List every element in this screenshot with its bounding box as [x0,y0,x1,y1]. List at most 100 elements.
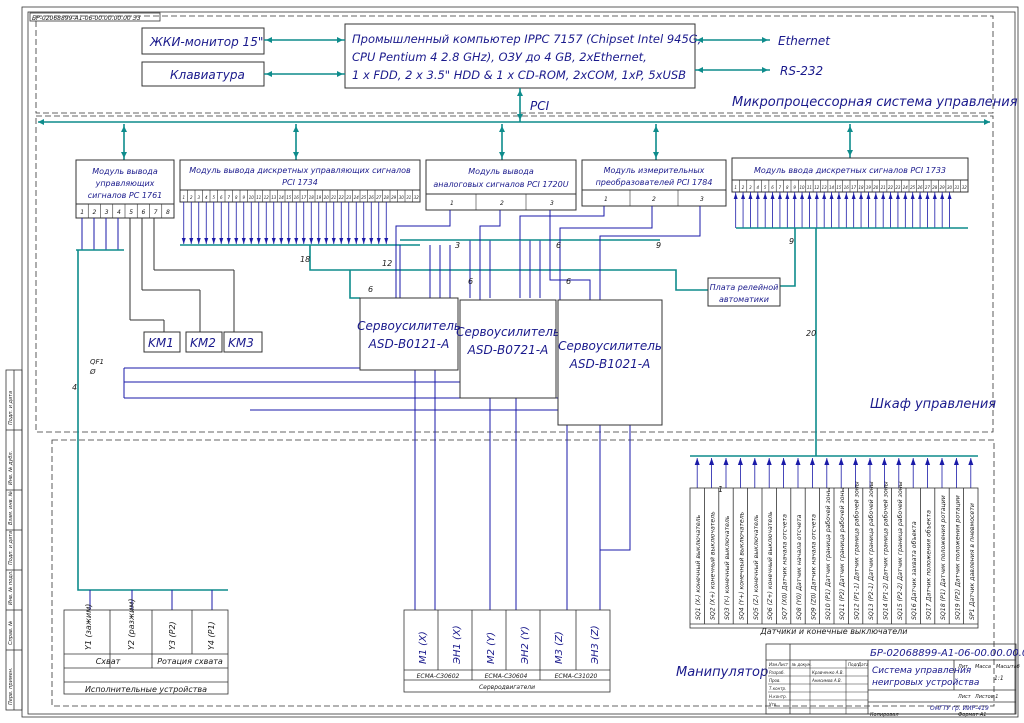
zone-cabinet-label: Шкаф управления [870,397,996,412]
m1734-output-arrow [211,238,216,244]
m1733-line1: Модуль ввода дискретных сигналов PCI 173… [754,166,946,175]
act-y4: Y4 (P1) [207,621,216,650]
m1733-pin: 21 [881,185,886,190]
module-pci1734 [179,159,421,191]
m1733-pin: 31 [954,185,959,190]
motor-m1: М1 (X) [418,631,429,664]
sensor-arrow [896,458,902,465]
monitor-label: ЖКИ-монитор 15" [149,35,263,49]
m1720-pin-row [425,193,577,211]
top-stamp-text: БР-02068899-А1-06-00.00.00.00 Э3 [32,15,141,22]
m1734-pin: 20 [324,195,330,200]
m1734-output-arrow [204,238,209,244]
tb-row-1: Изм. [769,662,778,667]
m1734-output-arrow [196,238,201,244]
m1734-pin: 8 [235,195,238,200]
m1761-pin: 7 [154,209,158,216]
m1734-pin: 31 [406,195,411,200]
m1733-input-arrow [859,193,864,199]
m1734-pin: 23 [346,195,352,200]
m1733-input-arrow [903,193,908,199]
m1733-pin: 8 [786,185,789,190]
tb-row-5: Дата [857,662,869,667]
m1734-pin: 5 [212,195,215,200]
zone-manip-label: Манипулятор [676,665,768,680]
sensor-cell: SQ13 (P2-1) Датчик граница рабочей зоны [867,481,875,620]
bus-drops [121,124,853,160]
m1734-pin: 1 [182,195,185,200]
m1761-pin: 5 [129,209,133,216]
m1784-pin-3: 3 [700,196,704,203]
m1720-pin-3: 3 [550,200,554,207]
m1734-pin: 22 [339,195,345,200]
km3-box [223,331,263,353]
m1733-input-arrow [792,193,797,199]
sensor-cell: SQ8 (Y0) Датчик начала отсчета [796,514,803,620]
title-mass: Масса [975,664,991,670]
wire-count-20: 20 [806,329,816,338]
zone-mps-label: Микропроцессорная система управления [732,95,1018,110]
m1734-pin: 24 [354,195,360,200]
servo-asd-b0721 [459,299,557,399]
pci-label: PCI [530,99,550,113]
m1734-output-arrow [189,238,194,244]
m1734-output-arrow [234,238,239,244]
m1733-input-arrow [947,193,952,199]
sensor-cell: SQ12 (P1-1) Датчик граница рабочей зоны [853,481,861,620]
sensor-cell: SQ7 (X0) Датчик начала отсчета [782,514,789,620]
m1733-pin: 3 [749,185,752,190]
encoder-en3: ЭН3 (Z) [590,625,601,665]
sensor-cell: SQ9 (Z0) Датчик начала отсчета [810,514,817,620]
sensor-arrow [737,458,743,465]
wire-count-3: 3 [455,241,460,250]
rs232-label: RS-232 [780,64,823,78]
m1784-line2: преобразователей PCI 1784 [596,178,713,187]
motor-m2: М2 (Y) [486,632,497,664]
m1734-output-arrow [376,238,381,244]
zone-mps-outline [35,15,994,114]
actuators-table: Y1 (зажим) Y2 (разжим) Y3 (P2) Y4 (P1) С… [63,599,229,695]
sensor-arrow [694,458,700,465]
relay-board-box [707,277,781,307]
top-stamp-box [29,12,161,22]
pc-links [264,37,770,77]
act-y2: Y2 (разжим) [127,599,136,650]
wire-count-9a: 9 [656,241,661,250]
side-stamp-7: Перв. примен. [8,667,14,705]
keyboard-box [141,61,265,87]
m1734-line1: Модуль вывода дискретных управляющих сиг… [189,166,411,175]
m1734-pin: 10 [249,195,255,200]
m1733-input-arrow [940,193,945,199]
m1761-line3: сигналов PC 1761 [88,191,163,200]
m1734-output-arrow [271,238,276,244]
sensor-cell: SQ6 (Z+) конечный выключатель [767,511,774,620]
sensors-table: Датчики и конечные выключатели SQ1 (X-) … [689,481,979,636]
m1734-line2: PCI 1734 [282,178,318,187]
servo2-line2: ASD-B0721-A [467,343,549,357]
wire-count-1: 1 [718,485,723,494]
title-block: БР-02068899-А1-06-00.00.00.00 Э3 Система… [765,643,1024,718]
sensor-cell: SQ15 (P2-2) Датчик граница рабочей зоны [896,481,904,620]
motors-table: М1 (X) ЭН1 (X) М2 (Y) ЭН2 (Y) М3 (Z) ЭН3… [403,609,611,693]
m1734-pin: 2 [190,195,193,200]
sensor-cell: SQ16 Датчик захвата объекта [910,521,918,620]
sensor-arrow [709,458,715,465]
title-lit: Лит. [957,664,970,670]
m1733-input-arrow [755,193,760,199]
m1734-output-arrow [331,238,336,244]
side-stamp-6: Справ. № [8,621,14,645]
m1734-pin: 32 [414,195,420,200]
relay-line2: автоматики [719,295,769,304]
m1734-pin: 12 [264,195,270,200]
m1733-pin: 9 [793,185,796,190]
m1761-pin: 6 [141,209,145,216]
m1734-output-arrow [249,238,254,244]
title-sheet: Лист [957,694,972,700]
sensor-cell: SQ14 (P1-2) Датчик граница рабочей зоны [881,481,889,620]
m1734-pin: 6 [220,195,223,200]
wire-count-6b: 6 [368,285,373,294]
m1734-output-arrow [279,238,284,244]
